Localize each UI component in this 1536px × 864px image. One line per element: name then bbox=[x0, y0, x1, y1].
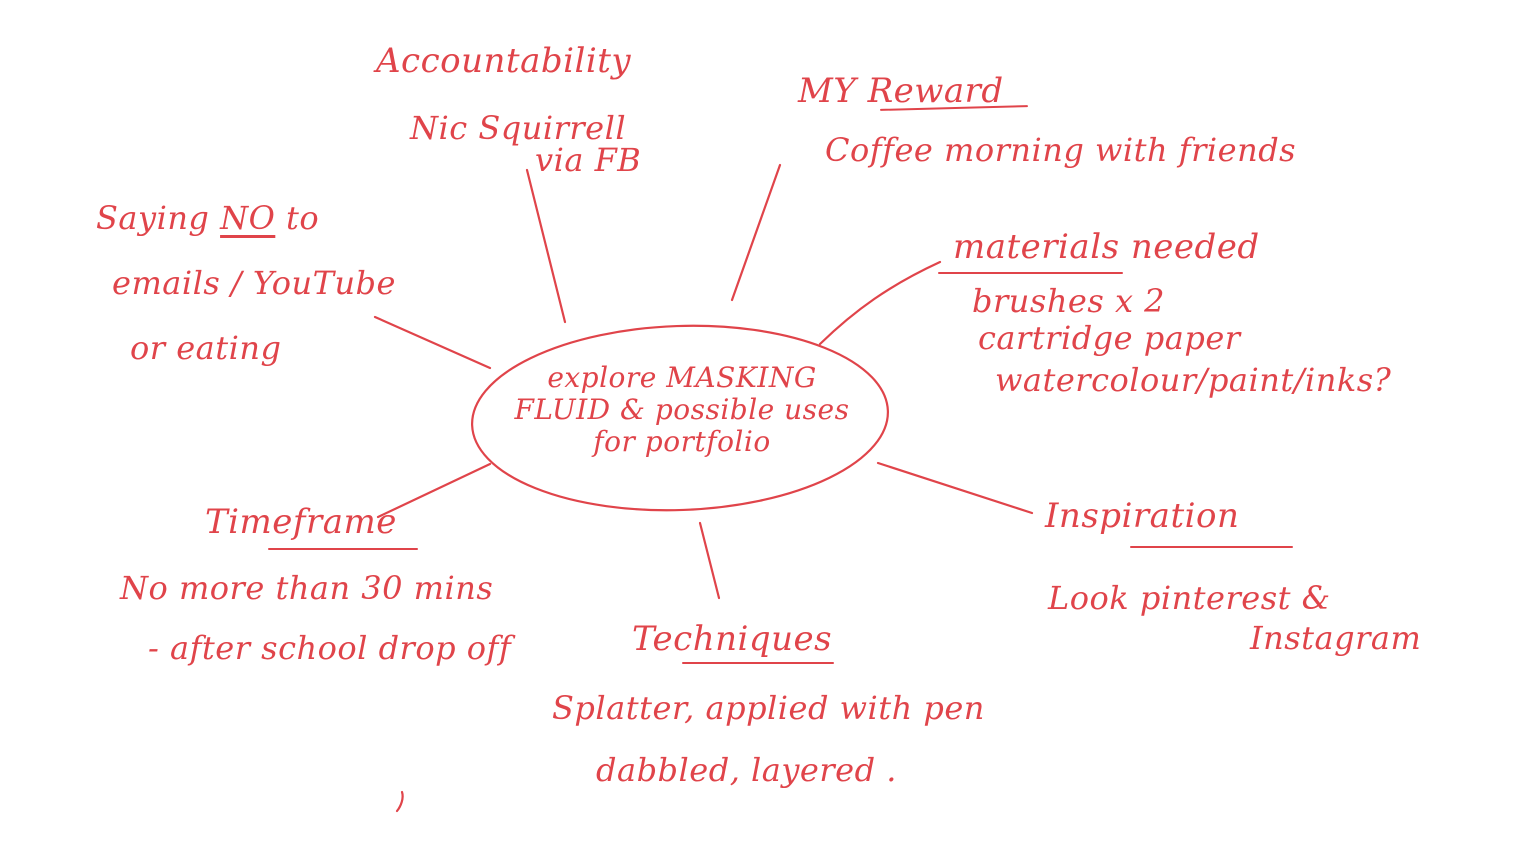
timeframe-line-2: - after school drop off bbox=[148, 629, 512, 667]
materials-line-3: watercolour/paint/inks? bbox=[995, 361, 1392, 399]
saying-no-line-3: or eating bbox=[130, 329, 282, 367]
materials-title: materials needed bbox=[953, 227, 1260, 267]
inspiration-title: Inspiration bbox=[1045, 496, 1240, 536]
materials-underline bbox=[938, 272, 1123, 274]
timeframe-underline bbox=[268, 548, 418, 550]
connector-reward bbox=[730, 163, 782, 302]
connector-inspiration bbox=[876, 461, 1034, 515]
center-node: explore MASKING FLUID & possible uses fo… bbox=[492, 361, 872, 459]
saying-no-line-2: emails / YouTube bbox=[112, 264, 396, 302]
connector-materials bbox=[818, 260, 942, 346]
techniques-underline bbox=[682, 662, 834, 664]
connector-saying-no bbox=[373, 315, 492, 370]
timeframe-line-1: No more than 30 mins bbox=[120, 569, 494, 607]
techniques-line-2: dabbled, layered . bbox=[596, 751, 897, 789]
reward-title: MY Reward bbox=[798, 71, 1004, 111]
accountability-title: Accountability bbox=[376, 41, 632, 81]
center-line-3: for portfolio bbox=[593, 425, 771, 459]
saying-no-pre: Saying bbox=[96, 199, 221, 237]
center-ellipse bbox=[471, 324, 889, 512]
techniques-title: Techniques bbox=[632, 619, 833, 659]
accountability-line-2: via FB bbox=[535, 141, 642, 179]
accountability-line-1: Nic Squirrell bbox=[410, 109, 627, 147]
materials-line-2: cartridge paper bbox=[978, 319, 1241, 357]
saying-no-post: to bbox=[275, 199, 320, 237]
techniques-line-1: Splatter, applied with pen bbox=[552, 689, 985, 727]
connector-timeframe bbox=[376, 462, 492, 519]
saying-no-emphasis: NO bbox=[220, 199, 276, 237]
reward-line-1: Coffee morning with friends bbox=[825, 131, 1297, 169]
connector-accountability bbox=[525, 168, 567, 324]
inspiration-line-2: Instagram bbox=[1250, 619, 1422, 657]
materials-line-1: brushes x 2 bbox=[972, 282, 1166, 320]
timeframe-title: Timeframe bbox=[205, 502, 397, 542]
connector-techniques bbox=[698, 521, 721, 600]
inspiration-line-1: Look pinterest & bbox=[1048, 579, 1331, 617]
inspiration-underline bbox=[1130, 546, 1293, 548]
center-line-2: FLUID & possible uses bbox=[514, 393, 850, 427]
saying-no-line-1: Saying NO to bbox=[96, 200, 319, 237]
stray-mark bbox=[395, 790, 404, 813]
center-line-1: explore MASKING bbox=[547, 361, 817, 394]
